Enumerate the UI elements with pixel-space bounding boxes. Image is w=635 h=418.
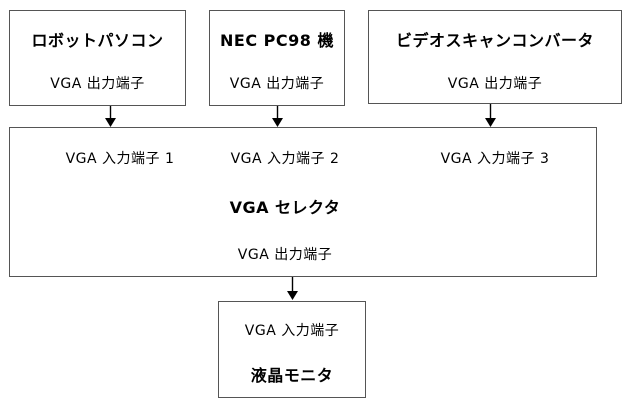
source-box-nec-pc98-port: VGA 出力端子	[229, 76, 325, 92]
vga-selector-title: VGA セレクタ	[229, 198, 341, 217]
source-box-video-scan-converter-title: ビデオスキャンコンバータ	[395, 31, 594, 50]
source-box-nec-pc98-title: NEC PC98 機	[220, 31, 334, 50]
arrow-robot-pc-to-selector	[104, 106, 117, 128]
lcd-monitor-title: 液晶モニタ	[250, 366, 334, 385]
vga-selector-output-label: VGA 出力端子	[237, 247, 333, 263]
lcd-monitor-box: VGA 入力端子 液晶モニタ	[218, 301, 366, 398]
source-box-video-scan-converter: ビデオスキャンコンバータ VGA 出力端子	[368, 10, 622, 104]
source-box-robot-pc-port: VGA 出力端子	[50, 76, 145, 92]
vga-selector-input-3-label: VGA 入力端子 3	[440, 151, 550, 167]
lcd-monitor-port: VGA 入力端子	[244, 323, 340, 339]
source-box-robot-pc: ロボットパソコン VGA 出力端子	[9, 10, 186, 106]
vga-selector-box: VGA 入力端子 1 VGA 入力端子 2 VGA 入力端子 3 VGA セレク…	[9, 127, 597, 277]
vga-selector-input-1-label: VGA 入力端子 1	[65, 151, 175, 167]
vga-selector-input-2-label: VGA 入力端子 2	[230, 151, 340, 167]
arrow-video-scan-converter-to-selector	[484, 104, 497, 128]
source-box-video-scan-converter-port: VGA 出力端子	[447, 76, 543, 92]
arrow-selector-to-monitor	[286, 277, 299, 301]
source-box-nec-pc98: NEC PC98 機 VGA 出力端子	[209, 10, 345, 106]
source-box-robot-pc-title: ロボットパソコン	[31, 31, 164, 50]
arrow-nec-pc98-to-selector	[271, 106, 284, 128]
